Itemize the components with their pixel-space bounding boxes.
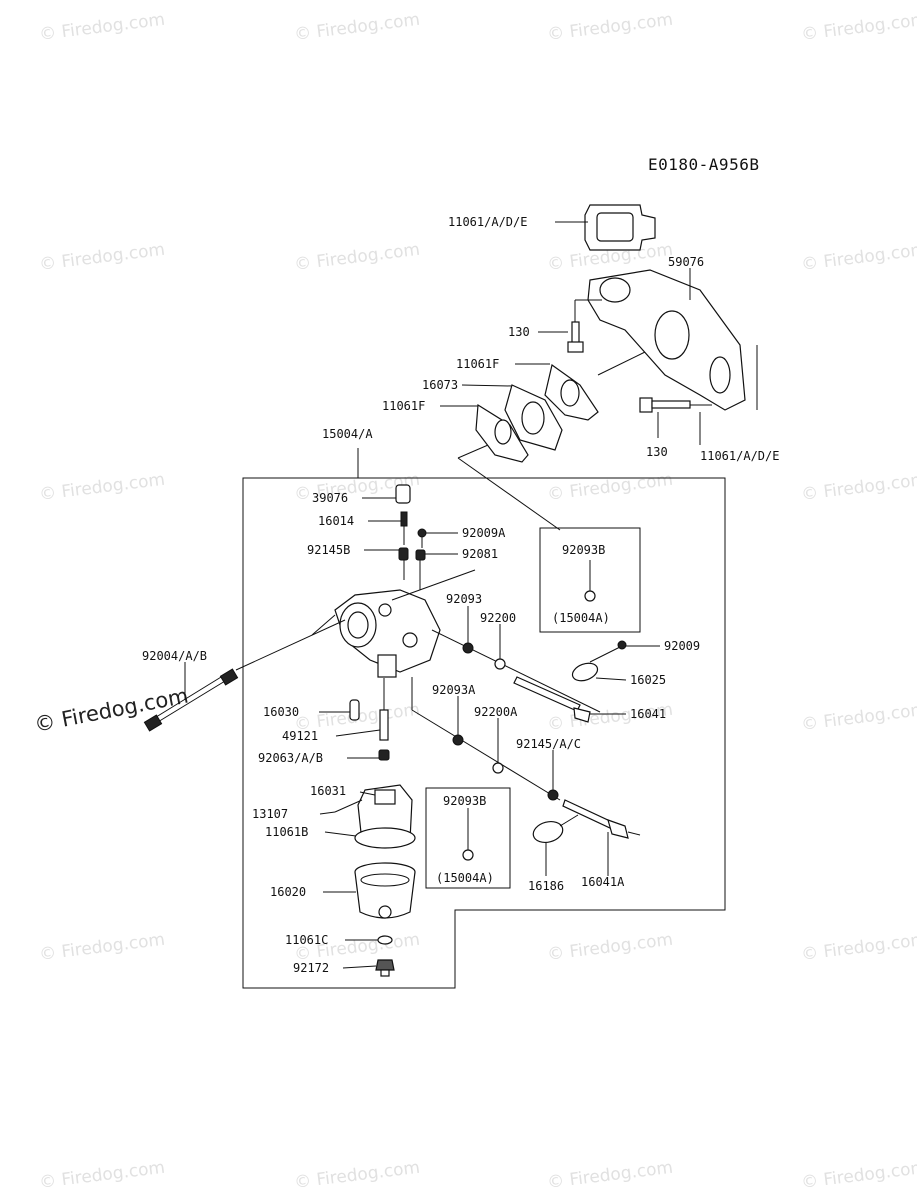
label-bolt-long: 130 <box>646 445 668 459</box>
watermark: © Firedog.com <box>293 1158 421 1193</box>
label-stud: 92004/A/B <box>142 649 207 663</box>
label-drain-screw: 92172 <box>293 961 329 975</box>
watermark: © Firedog.com <box>800 930 917 965</box>
watermark: © Firedog.com <box>38 930 166 965</box>
part-labels: 11061/A/D/E 59076 130 11061F 16073 11061… <box>142 215 779 975</box>
label-carb-assy: 15004/A <box>322 427 373 441</box>
label-gasket-top: 11061/A/D/E <box>448 215 527 229</box>
watermark: © Firedog.com <box>38 240 166 275</box>
label-box2-ref: (15004A) <box>436 871 494 885</box>
watermark: © Firedog.com <box>800 1158 917 1193</box>
label-gasket-c: 11061C <box>285 933 328 947</box>
label-manifold: 59076 <box>668 255 704 269</box>
label-seal: 92093 <box>446 592 482 606</box>
label-throttle-plate: 16025 <box>630 673 666 687</box>
label-jet: 92063/A/B <box>258 751 323 765</box>
watermark: © Firedog.com <box>546 470 674 505</box>
label-tube: 49121 <box>282 729 318 743</box>
label-cap: 39076 <box>312 491 348 505</box>
label-float-pin: 16030 <box>263 705 299 719</box>
label-washer: 92200 <box>480 611 516 625</box>
label-choke-plate: 16186 <box>528 879 564 893</box>
label-spring: 92081 <box>462 547 498 561</box>
watermark: © Firedog.com <box>546 1158 674 1193</box>
part-drawings <box>143 204 758 977</box>
label-float: 16031 <box>310 784 346 798</box>
label-washer-a: 92200A <box>474 705 518 719</box>
label-gasket-f2: 11061F <box>382 399 425 413</box>
label-spacer: 16073 <box>422 378 458 392</box>
label-box1-part: 92093B <box>562 543 605 557</box>
watermark: © Firedog.com <box>38 470 166 505</box>
label-pin: 13107 <box>252 807 288 821</box>
watermark: © Firedog.com <box>293 10 421 45</box>
label-screw-a: 92009A <box>462 526 506 540</box>
watermark: © Firedog.com <box>800 470 917 505</box>
label-bolt-short: 130 <box>508 325 530 339</box>
watermark: © Firedog.com <box>293 240 421 275</box>
label-bowl: 16020 <box>270 885 306 899</box>
watermark: © Firedog.com <box>546 10 674 45</box>
assembly-outline <box>242 441 726 989</box>
diagram-code: E0180-A956B <box>648 155 759 174</box>
label-choke-shaft: 16041A <box>581 875 625 889</box>
leader-lines <box>184 221 701 969</box>
watermark: © Firedog.com <box>800 10 917 45</box>
label-seal-a: 92093A <box>432 683 476 697</box>
label-spring-b: 92145B <box>307 543 350 557</box>
label-needle: 16014 <box>318 514 354 528</box>
label-box2-part: 92093B <box>443 794 486 808</box>
label-gasket-b: 11061B <box>265 825 308 839</box>
label-box1-ref: (15004A) <box>552 611 610 625</box>
watermark: © Firedog.com <box>800 240 917 275</box>
watermark: © Firedog.com <box>546 930 674 965</box>
label-gasket-right: 11061/A/D/E <box>700 449 779 463</box>
watermark: © Firedog.com <box>38 10 166 45</box>
label-gasket-f1: 11061F <box>456 357 499 371</box>
label-spring-abc: 92145/A/C <box>516 737 581 751</box>
label-screw: 92009 <box>664 639 700 653</box>
label-throttle-shaft: 16041 <box>630 707 666 721</box>
watermark: © Firedog.com <box>800 700 917 735</box>
watermark: © Firedog.com <box>38 1158 166 1193</box>
